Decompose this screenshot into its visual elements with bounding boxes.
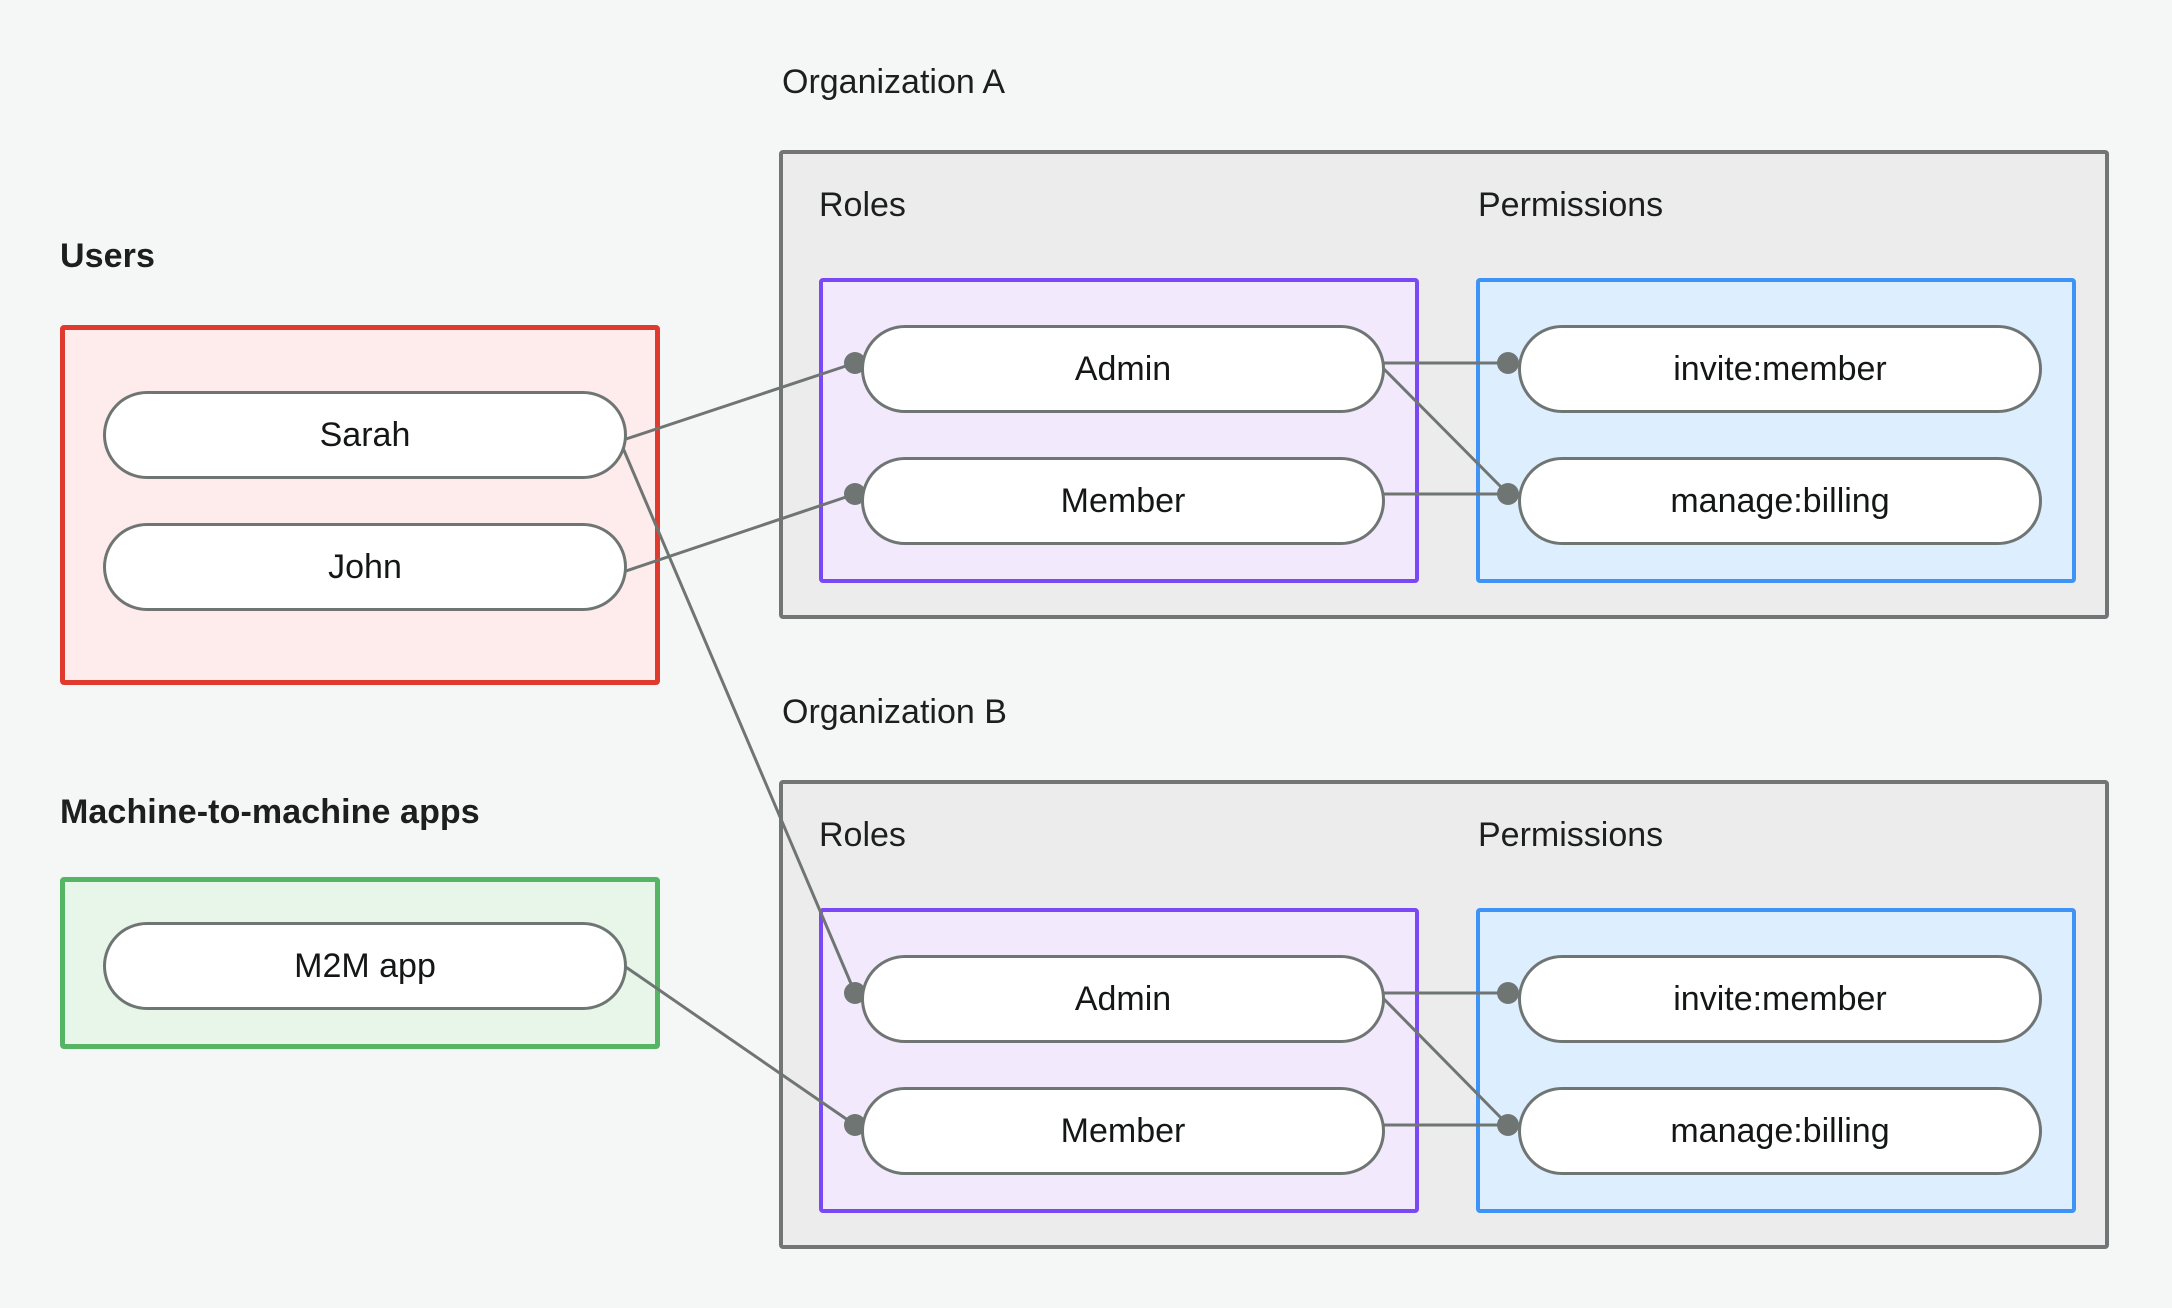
organization-a-permission-manage-billing[interactable]: manage:billing xyxy=(1518,457,2042,545)
organization-b-container: Roles Permissions Admin Member invite:me… xyxy=(779,780,2109,1249)
organization-b-role-member[interactable]: Member xyxy=(861,1087,1385,1175)
organization-b-roles-container: Admin Member xyxy=(819,908,1419,1213)
organization-a-container: Roles Permissions Admin Member invite:me… xyxy=(779,150,2109,619)
m2m-node-app[interactable]: M2M app xyxy=(103,922,627,1010)
organization-b-permission-manage-billing[interactable]: manage:billing xyxy=(1518,1087,2042,1175)
organization-b-permission-invite-member[interactable]: invite:member xyxy=(1518,955,2042,1043)
organization-a-permissions-container: invite:member manage:billing xyxy=(1476,278,2076,583)
organization-a-title: Organization A xyxy=(782,63,1006,101)
organization-b-title: Organization B xyxy=(782,693,1007,731)
users-container: Sarah John xyxy=(60,325,660,685)
users-group-label: Users xyxy=(60,237,156,275)
user-node-sarah[interactable]: Sarah xyxy=(103,391,627,479)
organization-a-permissions-label: Permissions xyxy=(1478,186,1664,224)
organization-b-role-admin[interactable]: Admin xyxy=(861,955,1385,1043)
organization-b-permissions-label: Permissions xyxy=(1478,816,1664,854)
organization-b-roles-label: Roles xyxy=(819,816,906,854)
organization-a-roles-label: Roles xyxy=(819,186,906,224)
organization-a-roles-container: Admin Member xyxy=(819,278,1419,583)
organization-a-role-member[interactable]: Member xyxy=(861,457,1385,545)
organization-b-permissions-container: invite:member manage:billing xyxy=(1476,908,2076,1213)
organization-a-role-admin[interactable]: Admin xyxy=(861,325,1385,413)
organization-a-permission-invite-member[interactable]: invite:member xyxy=(1518,325,2042,413)
m2m-group-label: Machine-to-machine apps xyxy=(60,793,480,831)
user-node-john[interactable]: John xyxy=(103,523,627,611)
m2m-container: M2M app xyxy=(60,877,660,1049)
